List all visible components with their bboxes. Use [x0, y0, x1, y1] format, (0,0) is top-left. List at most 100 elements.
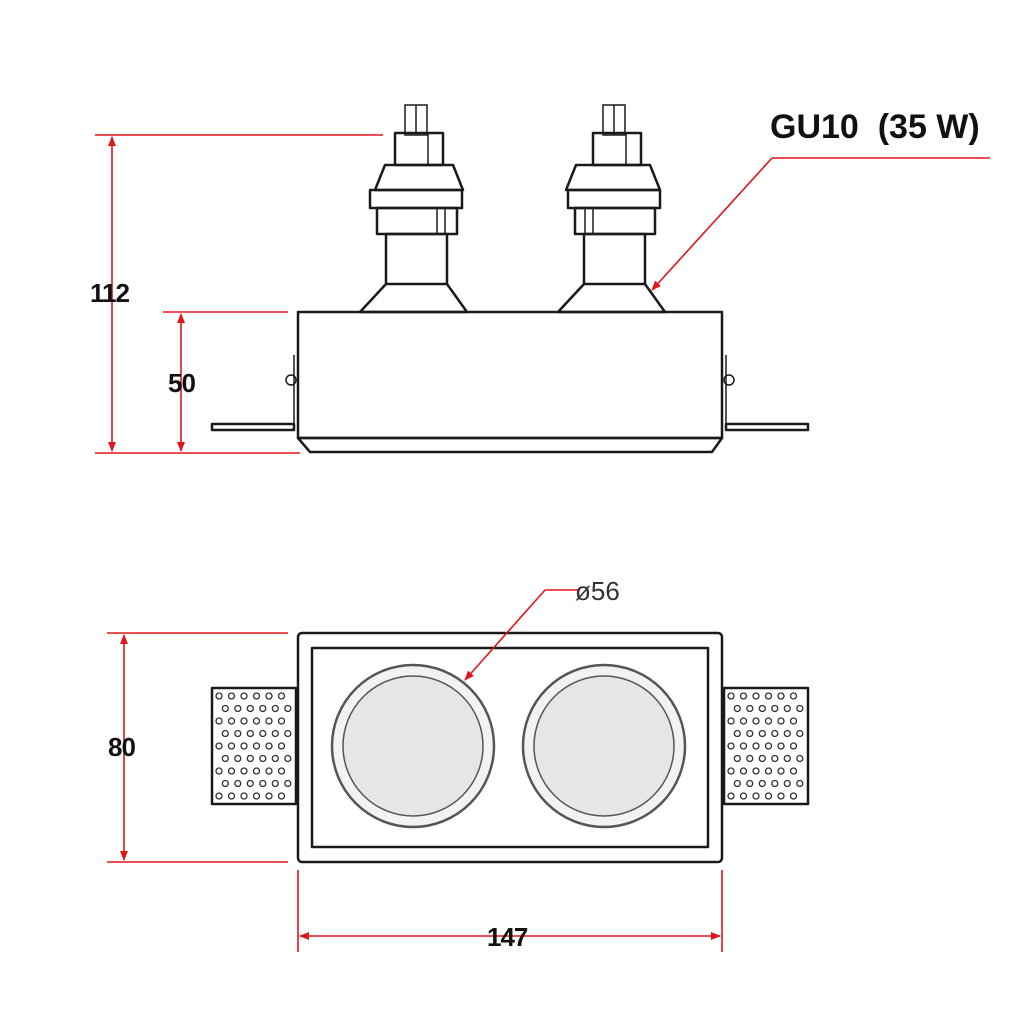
perforation-hole: [246, 754, 254, 763]
lamp-type-label: GU10 (35 W): [770, 108, 980, 146]
perforation-hole: [739, 692, 748, 700]
perforation-hole: [777, 767, 785, 775]
perforation-hole: [284, 729, 292, 738]
perforation-hole: [771, 729, 779, 738]
perforation-hole: [733, 754, 741, 763]
perforation-hole: [259, 729, 267, 738]
perforation-hole: [252, 692, 261, 700]
perforation-hole: [727, 742, 735, 750]
perforation-hole: [227, 742, 236, 750]
perforation-hole: [265, 742, 273, 750]
perforation-hole: [240, 717, 248, 725]
dimension-total-height: 112: [90, 134, 383, 454]
perforation-hole: [265, 767, 273, 775]
perforation-hole: [739, 767, 748, 775]
perforation-hole: [783, 704, 791, 713]
perforation-hole: [777, 792, 785, 800]
perforation-hole: [752, 742, 760, 750]
perforation-hole: [796, 704, 804, 713]
perforation-hole: [739, 792, 748, 800]
perforation-hole: [752, 792, 760, 800]
perforation-hole: [277, 792, 286, 800]
dimension-label-147: 147: [487, 922, 528, 952]
top-view: ø56 80 147: [107, 576, 810, 952]
perforation-hole: [215, 767, 223, 775]
dimension-label-80: 80: [108, 732, 135, 762]
perforation-hole: [234, 704, 242, 713]
lamp-type-callout: GU10 (35 W): [651, 108, 990, 291]
perforation-hole: [733, 704, 741, 713]
perforation-hole: [221, 754, 229, 763]
lamp-opening-right: [521, 663, 687, 829]
dimension-width: 80: [107, 632, 288, 863]
perforation-hole: [215, 792, 223, 800]
perforation-hole: [758, 779, 766, 788]
perforation-hole: [764, 742, 773, 750]
diameter-label: ø56: [575, 576, 620, 606]
perforation-hole: [221, 779, 229, 788]
dimension-label-112: 112: [90, 278, 129, 308]
perforation-hole: [284, 754, 292, 763]
perforation-hole: [733, 779, 741, 788]
perforation-hole: [215, 717, 223, 725]
perforation-hole: [789, 692, 798, 700]
perforation-hole: [764, 792, 773, 800]
perforation-hole: [227, 792, 236, 800]
perforation-hole: [777, 742, 785, 750]
perforation-hole: [227, 717, 236, 725]
frame-inner: [310, 646, 710, 849]
perforation-hole: [764, 692, 773, 700]
perforation-hole: [240, 742, 248, 750]
perforation-hole: [739, 742, 748, 750]
perforation-hole: [215, 692, 223, 700]
perforation-hole: [252, 792, 261, 800]
perforation-hole: [259, 779, 267, 788]
perforation-hole: [271, 754, 279, 763]
perforation-hole: [277, 717, 286, 725]
perforation-hole: [796, 779, 804, 788]
dimension-body-height: 50: [163, 311, 288, 452]
perforation-hole: [752, 717, 760, 725]
lamp-opening-left: [330, 663, 496, 829]
perforation-hole: [259, 754, 267, 763]
perforation-hole: [246, 704, 254, 713]
perforation-hole: [252, 742, 261, 750]
perforation-hole: [271, 729, 279, 738]
perforation-hole: [796, 754, 804, 763]
perforation-hole: [739, 717, 748, 725]
perforation-hole: [727, 717, 735, 725]
perforation-hole: [777, 692, 785, 700]
perforation-hole: [783, 729, 791, 738]
perforation-hole: [271, 779, 279, 788]
perforation-hole: [796, 729, 804, 738]
perforation-hole: [234, 779, 242, 788]
perforation-hole: [227, 767, 236, 775]
dimension-label-50: 50: [168, 368, 195, 398]
perforation-hole: [252, 717, 261, 725]
perforation-hole: [234, 754, 242, 763]
perforation-hole: [277, 742, 286, 750]
perforation-hole: [771, 754, 779, 763]
dimension-length: 147: [297, 870, 723, 952]
perforation-hole: [764, 717, 773, 725]
perforation-hole: [727, 692, 735, 700]
perforation-hole: [227, 692, 236, 700]
side-view: 112 50 GU10 (35 W): [90, 104, 990, 454]
perforation-hole: [727, 792, 735, 800]
perforation-hole: [277, 692, 286, 700]
fixture-body-side: [210, 310, 810, 454]
perforation-hole: [215, 742, 223, 750]
perforation-hole: [221, 729, 229, 738]
perforation-hole: [777, 717, 785, 725]
perforation-hole: [789, 717, 798, 725]
perforation-hole: [783, 754, 791, 763]
perforation-hole: [764, 767, 773, 775]
perforation-hole: [265, 692, 273, 700]
perforation-hole: [246, 729, 254, 738]
perforation-hole: [240, 792, 248, 800]
perforation-hole: [746, 729, 754, 738]
lamp-holder-right: [556, 104, 667, 314]
lamp-holder-left: [358, 104, 469, 314]
perforation-hole: [789, 742, 798, 750]
